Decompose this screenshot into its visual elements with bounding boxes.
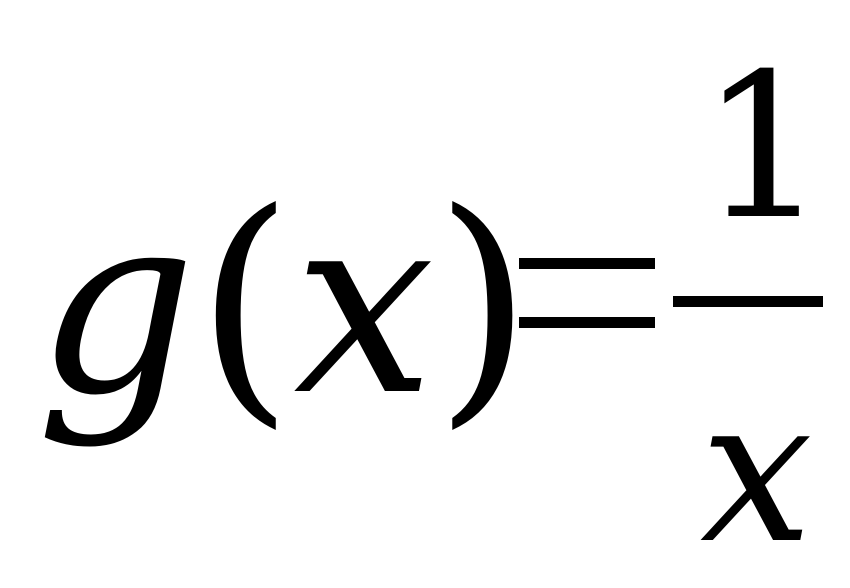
equals-bar-bottom xyxy=(519,317,655,328)
equals-sign xyxy=(519,258,655,328)
equation-lhs: g(x) xyxy=(36,180,532,430)
function-argument: x xyxy=(293,159,435,450)
fraction-bar xyxy=(673,296,823,307)
equals-bar-top xyxy=(519,258,655,269)
open-paren: ( xyxy=(196,159,294,450)
close-paren: ) xyxy=(434,159,533,450)
function-name: g xyxy=(36,159,197,450)
fraction-numerator: 1 xyxy=(700,31,828,264)
fraction-denominator: x xyxy=(700,355,813,588)
